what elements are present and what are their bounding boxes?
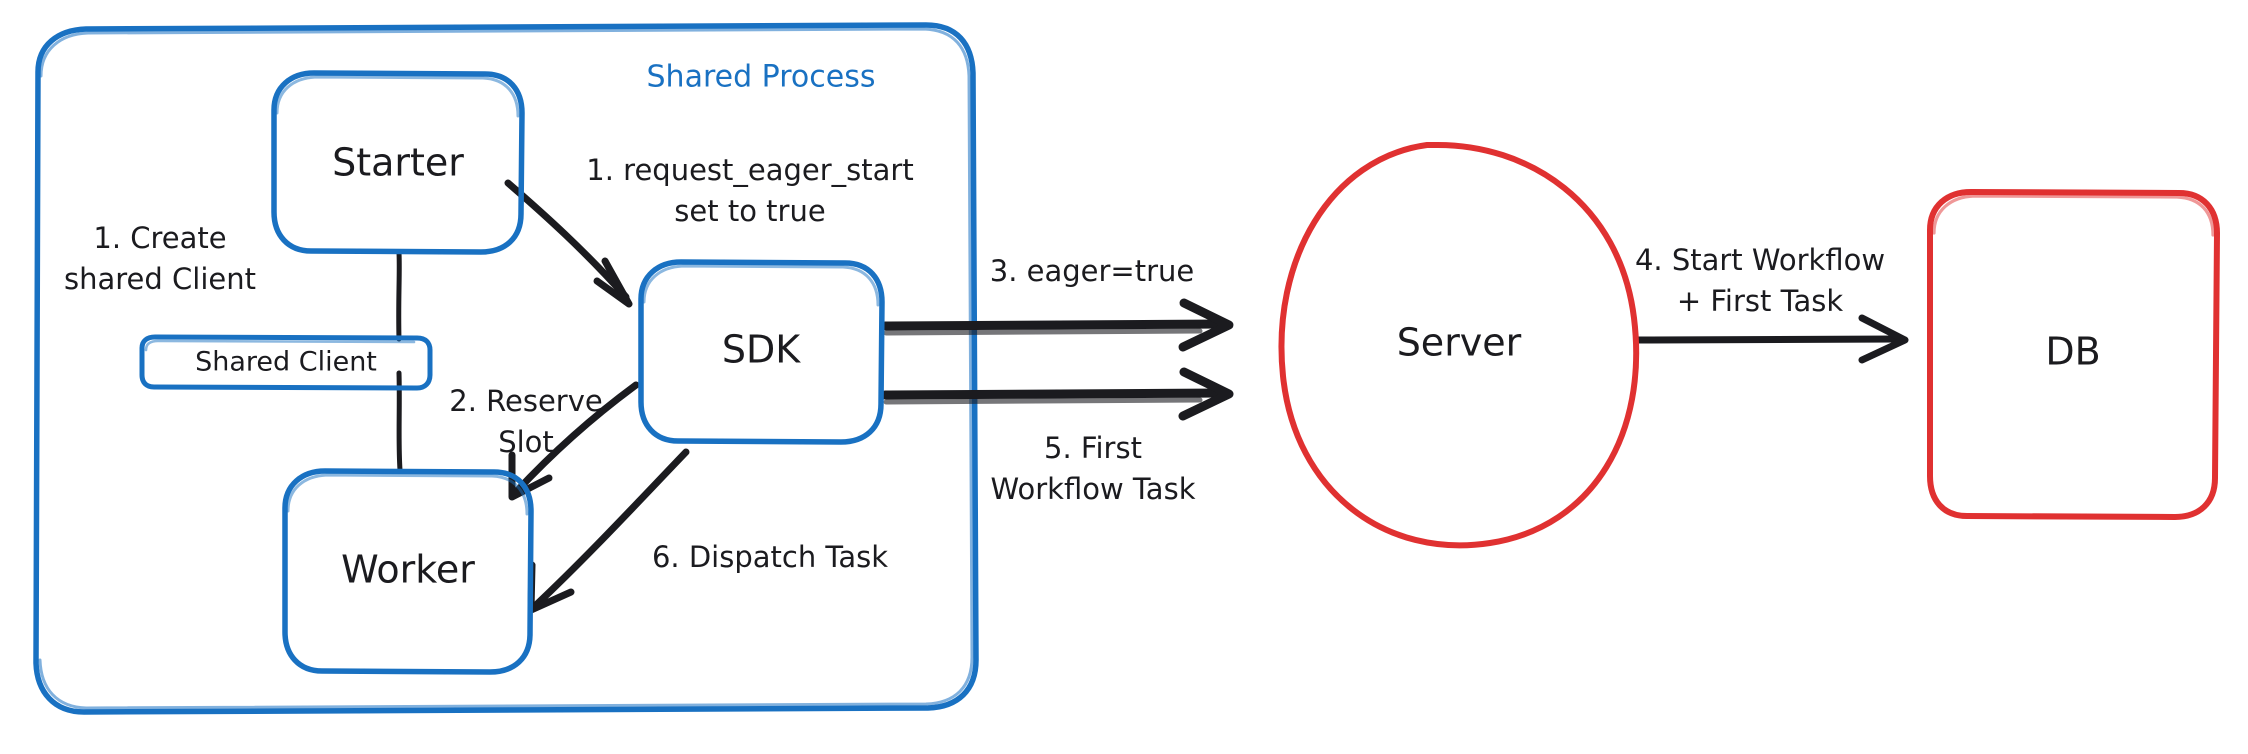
edge-eager-true[interactable]: 3. eager=true [880,254,1234,352]
edge-reserve-slot-label-line2: Slot [498,425,554,459]
edge-first-workflow-task-label-line1: 5. First [1044,431,1142,465]
edge-dispatch-task[interactable]: 6. Dispatch Task [527,448,888,614]
edge-request-eager-start-label-line1: 1. request_eager_start [586,153,913,187]
node-worker-label: Worker [341,548,475,592]
node-db-label: DB [2045,330,2100,374]
edge-first-workflow-task[interactable]: 5. First Workflow Task [880,367,1234,506]
edge-reserve-slot-label-line1: 2. Reserve [449,384,602,418]
node-starter[interactable]: Starter [271,70,525,255]
node-sdk[interactable]: SDK [638,259,885,445]
edge-create-shared-client-label-line1: 1. Create [93,221,226,255]
node-db[interactable]: DB [1927,189,2220,520]
node-starter-label: Starter [332,141,464,185]
edge-create-shared-client-label-line2: shared Client [64,262,256,296]
node-shared-client[interactable]: Shared Client [139,334,433,391]
edge-create-shared-client[interactable]: 1. Create shared Client [64,221,403,473]
node-server[interactable]: Server [1278,141,1640,549]
node-worker[interactable]: Worker [282,468,534,675]
container-shared-process-label: Shared Process [647,60,876,95]
node-shared-client-label: Shared Client [195,347,377,378]
edge-reserve-slot[interactable]: 2. Reserve Slot [449,381,640,501]
edge-request-eager-start[interactable]: 1. request_eager_start set to true [504,153,914,308]
edge-start-workflow-label-line1: 4. Start Workflow [1635,243,1885,277]
edge-start-workflow-label-line2: + First Task [1677,284,1844,318]
edge-start-workflow[interactable]: 4. Start Workflow + First Task [1633,243,1909,364]
edge-request-eager-start-label-line2: set to true [674,194,825,228]
edge-dispatch-task-label-line1: 6. Dispatch Task [652,540,888,574]
edge-first-workflow-task-label-line2: Workflow Task [991,472,1196,506]
node-server-label: Server [1397,321,1522,365]
node-sdk-label: SDK [722,328,801,372]
container-shared-process[interactable]: Shared Process [33,22,979,715]
edge-eager-true-label-line1: 3. eager=true [990,254,1195,288]
